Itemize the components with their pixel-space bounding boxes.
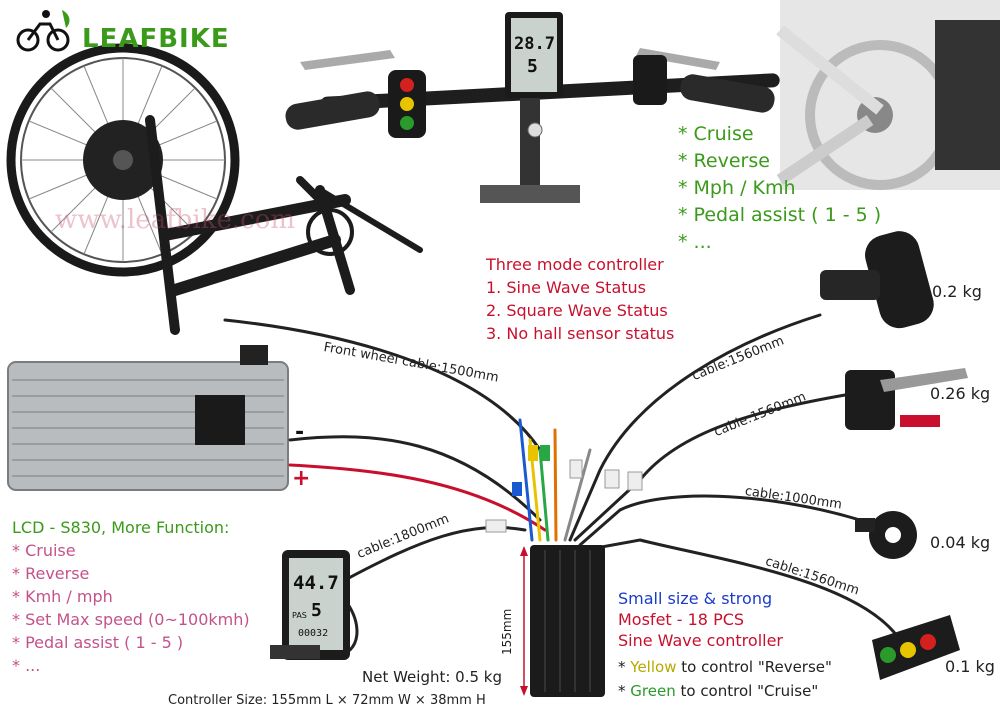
spec-line-3: Sine Wave controller: [618, 631, 783, 650]
top-lcd-speed: 28.7: [514, 34, 555, 54]
control-yellow-prefix: *: [618, 658, 631, 676]
brand-name: LEAFBIKE: [82, 24, 230, 54]
switch-unit: [872, 615, 960, 680]
lcd-level: 5: [311, 600, 322, 621]
control-green: * Green to control "Cruise": [618, 682, 818, 700]
feature-item: * Mph / Kmh: [678, 177, 796, 199]
handlebar-button-unit: [388, 55, 667, 138]
net-weight: Net Weight: 0.5 kg: [362, 668, 503, 686]
throttle: [820, 231, 934, 329]
lcd-features: LCD - S830, More Function: * Cruise * Re…: [12, 516, 250, 677]
lcd-feature-item: * Set Max speed (0~100kmh): [12, 610, 250, 629]
controller-specs: Small size & strong Mosfet - 18 PCS Sine…: [618, 588, 783, 651]
connectors: [485, 445, 643, 533]
lcd-feature-item: * Kmh / mph: [12, 587, 113, 606]
controller-size: Controller Size: 155mm L × 72mm W × 38mm…: [168, 693, 486, 708]
top-lcd-level: 5: [527, 56, 538, 77]
brake-lever: [845, 368, 968, 430]
controller-modes-title: Three mode controller: [486, 255, 664, 274]
mode-item: 3. No hall sensor status: [486, 324, 675, 343]
front-wheel: [6, 43, 240, 277]
controller-dim: 155mm: [500, 608, 514, 655]
lcd-odo: 00032: [298, 628, 329, 639]
top-lcd-display: [505, 12, 563, 98]
battery-minus: -: [295, 420, 305, 445]
feature-list-top: * Cruise * Reverse * Mph / Kmh * Pedal a…: [678, 121, 881, 256]
weight-switch: 0.1 kg: [945, 657, 995, 676]
control-yellow-word: Yellow: [630, 658, 677, 676]
battery: [7, 345, 289, 491]
lcd-s830: [270, 550, 350, 660]
lcd-speed: 44.7: [293, 572, 339, 594]
watermark: www.leafbike.com: [55, 205, 296, 235]
lcd-feature-item: * Pedal assist ( 1 - 5 ): [12, 633, 184, 652]
control-yellow: * Yellow to control "Reverse": [618, 658, 832, 676]
control-green-rest: to control "Cruise": [675, 682, 819, 700]
lcd-feature-item: * ...: [12, 656, 41, 675]
lcd-pas-label: PAS: [292, 611, 307, 620]
weight-pas: 0.04 kg: [930, 533, 991, 552]
battery-plus: +: [292, 466, 311, 491]
feature-item: * ...: [678, 231, 712, 253]
pas-sensor: [855, 511, 917, 559]
mode-item: 1. Sine Wave Status: [486, 278, 647, 297]
feature-item: * Cruise: [678, 123, 754, 145]
weight-throttle: 0.2 kg: [932, 282, 982, 301]
feature-item: * Reverse: [678, 150, 770, 172]
controller-modes: Three mode controller 1. Sine Wave Statu…: [486, 253, 674, 345]
lcd-feature-item: * Reverse: [12, 564, 90, 583]
controller-box: [520, 545, 605, 697]
leafbike-logo-icon: [16, 10, 70, 52]
lcd-features-title: LCD - S830, More Function:: [12, 518, 230, 537]
control-green-prefix: *: [618, 682, 631, 700]
control-green-word: Green: [630, 682, 676, 700]
weight-brake: 0.26 kg: [930, 384, 991, 403]
bike-frame: [145, 115, 423, 335]
lcd-feature-item: * Cruise: [12, 541, 76, 560]
spec-line-2: Mosfet - 18 PCS: [618, 610, 745, 629]
control-yellow-rest: to control "Reverse": [676, 658, 832, 676]
spec-line-1: Small size & strong: [618, 589, 773, 608]
disc-brake-photo: [776, 0, 1000, 190]
feature-item: * Pedal assist ( 1 - 5 ): [678, 204, 882, 226]
mode-item: 2. Square Wave Status: [486, 301, 668, 320]
